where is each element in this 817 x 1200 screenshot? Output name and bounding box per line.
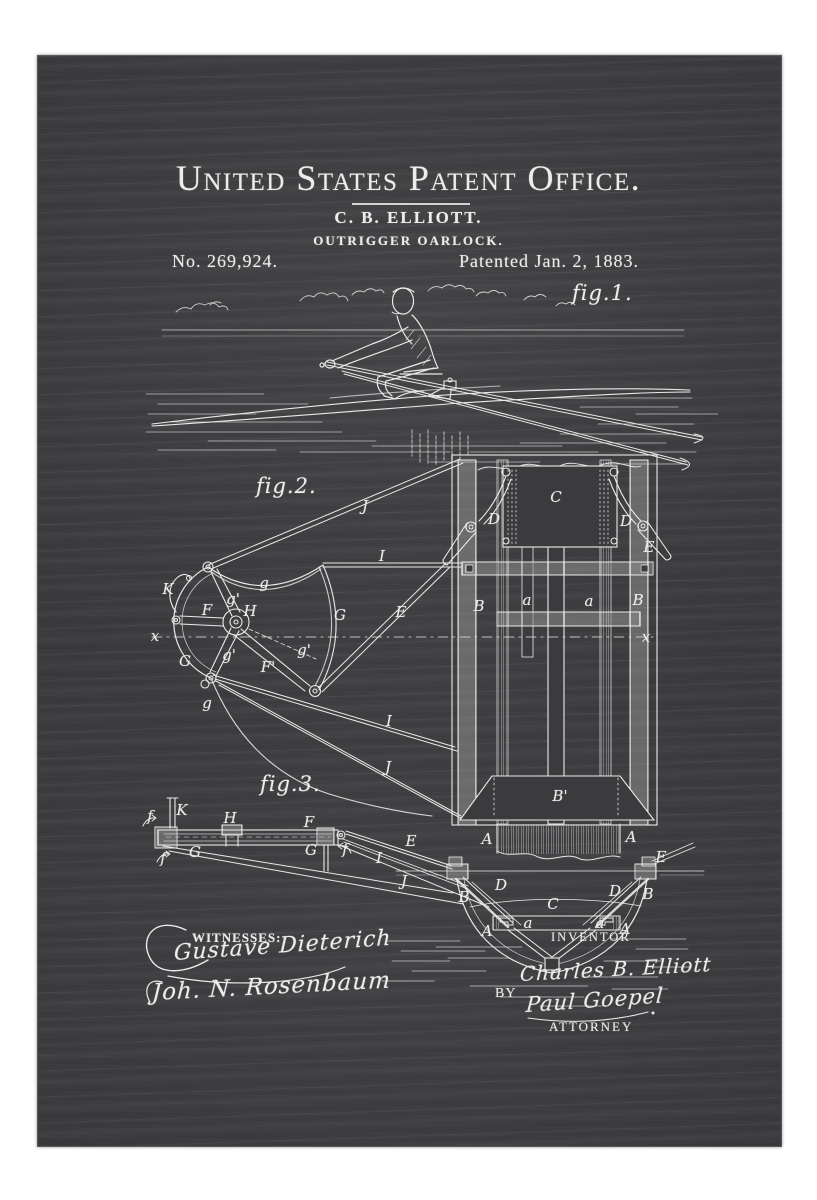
title-underline (352, 203, 470, 205)
page-title: United States Patent Office. (175, 158, 642, 198)
fig2-label: fig.2. (256, 474, 317, 498)
fig3-label: fig.3. (260, 772, 321, 796)
inventor-heading: INVENTOR (551, 930, 631, 944)
inventor-name: C. B. ELLIOTT. (334, 208, 483, 227)
by-label: BY (495, 986, 517, 1001)
patent-number: No. 269,924. (172, 251, 278, 271)
attorney-label: ATTORNEY (549, 1019, 634, 1034)
fig1-label: fig.1. (572, 281, 633, 305)
patent-date: Patented Jan. 2, 1883. (459, 251, 639, 271)
witnesses-heading: WITNESSES: (192, 930, 282, 945)
invention-title: OUTRIGGER OARLOCK. (313, 233, 504, 248)
